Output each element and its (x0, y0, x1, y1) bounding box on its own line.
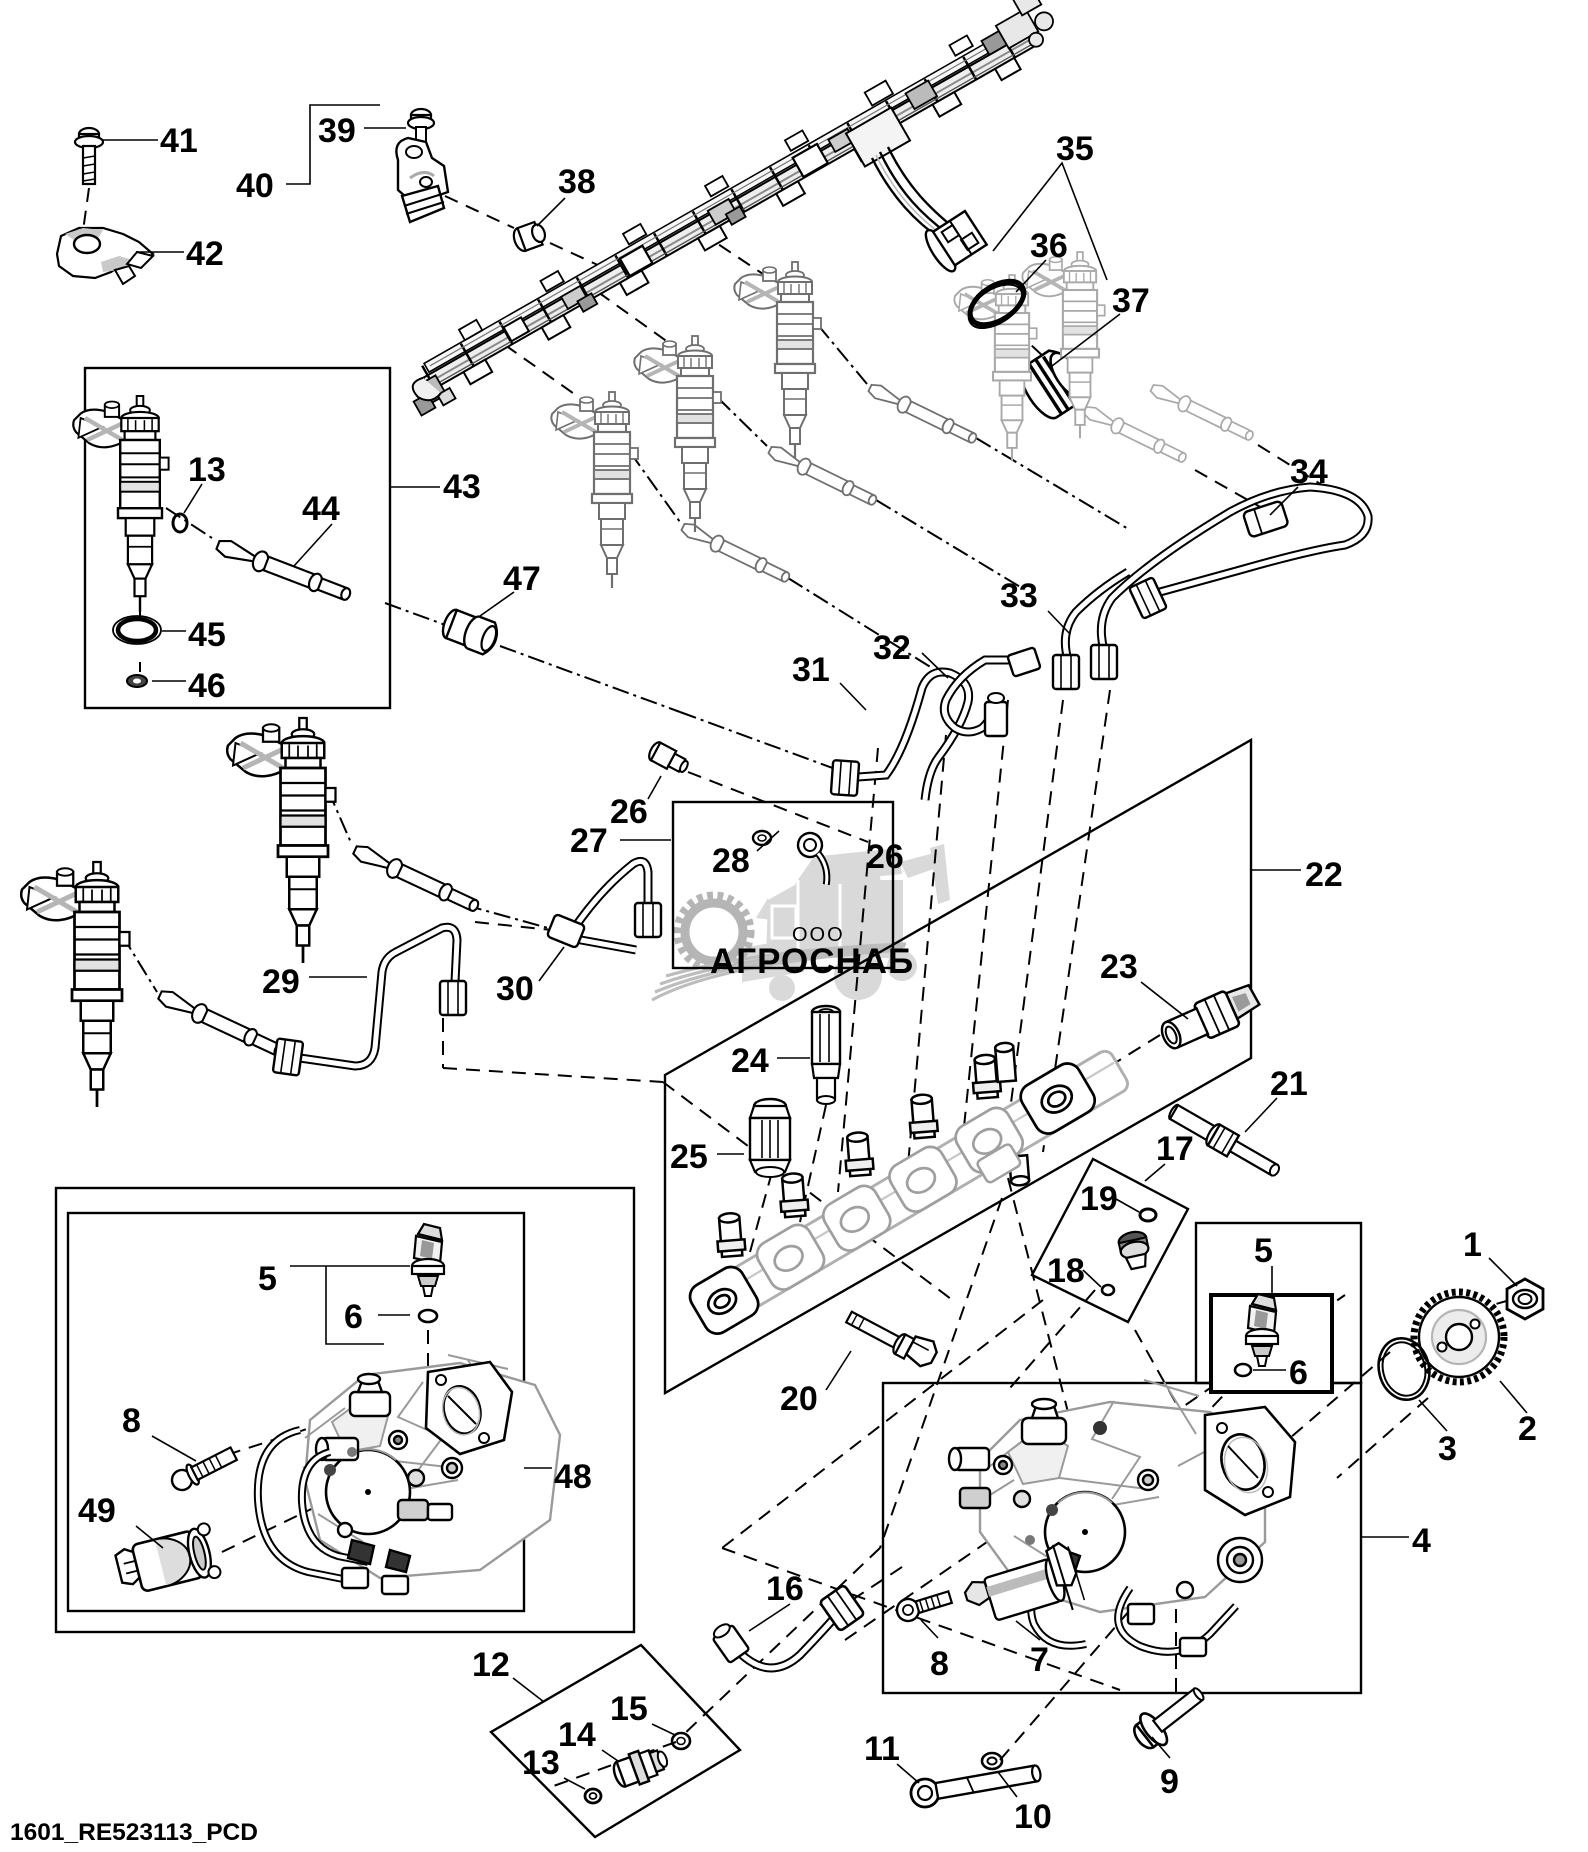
svg-text:40: 40 (236, 167, 274, 205)
svg-text:43: 43 (443, 468, 481, 506)
svg-text:2: 2 (1518, 1410, 1537, 1448)
svg-text:3: 3 (1438, 1430, 1457, 1468)
svg-text:28: 28 (712, 842, 750, 880)
svg-text:24: 24 (731, 1042, 769, 1080)
svg-text:13: 13 (188, 451, 226, 489)
svg-text:21: 21 (1270, 1065, 1308, 1103)
svg-text:1: 1 (1463, 1226, 1482, 1264)
svg-text:OOO: OOO (792, 924, 845, 946)
svg-text:6: 6 (1289, 1354, 1308, 1392)
svg-text:47: 47 (503, 560, 541, 598)
svg-text:5: 5 (258, 1260, 277, 1298)
svg-text:42: 42 (186, 235, 224, 273)
svg-text:5: 5 (1254, 1232, 1273, 1270)
svg-text:16: 16 (766, 1570, 804, 1608)
svg-text:11: 11 (864, 1730, 900, 1768)
svg-text:31: 31 (792, 651, 830, 689)
svg-text:36: 36 (1030, 227, 1068, 265)
svg-text:39: 39 (318, 112, 356, 150)
svg-text:17: 17 (1156, 1130, 1194, 1168)
svg-text:26: 26 (866, 838, 904, 876)
svg-text:13: 13 (522, 1744, 560, 1782)
svg-text:27: 27 (570, 822, 608, 860)
svg-text:4: 4 (1412, 1522, 1431, 1560)
svg-text:46: 46 (188, 667, 226, 705)
svg-text:37: 37 (1112, 282, 1150, 320)
svg-text:19: 19 (1080, 1180, 1118, 1218)
svg-text:9: 9 (1160, 1763, 1179, 1801)
svg-text:10: 10 (1014, 1798, 1052, 1836)
svg-text:7: 7 (1030, 1641, 1049, 1679)
svg-text:26: 26 (610, 793, 648, 831)
svg-text:1601_RE523113_PCD: 1601_RE523113_PCD (10, 1819, 258, 1846)
svg-text:49: 49 (78, 1492, 116, 1530)
svg-text:33: 33 (1000, 577, 1038, 615)
svg-text:44: 44 (302, 490, 340, 528)
svg-text:23: 23 (1100, 948, 1138, 986)
svg-text:32: 32 (873, 629, 911, 667)
svg-text:6: 6 (344, 1298, 363, 1336)
svg-text:41: 41 (160, 122, 198, 160)
svg-text:18: 18 (1047, 1252, 1085, 1290)
svg-text:48: 48 (554, 1458, 592, 1496)
svg-text:25: 25 (670, 1138, 708, 1176)
svg-text:22: 22 (1305, 856, 1343, 894)
svg-text:14: 14 (558, 1716, 596, 1754)
svg-text:12: 12 (472, 1646, 510, 1684)
svg-text:30: 30 (496, 970, 534, 1008)
svg-text:20: 20 (780, 1380, 818, 1418)
svg-text:29: 29 (262, 963, 300, 1001)
svg-text:34: 34 (1290, 453, 1328, 491)
svg-text:15: 15 (610, 1690, 648, 1728)
svg-text:8: 8 (122, 1402, 141, 1440)
svg-text:45: 45 (188, 616, 226, 654)
svg-text:8: 8 (930, 1645, 949, 1683)
svg-text:АГРОСНАБ: АГРОСНАБ (710, 942, 914, 981)
svg-text:35: 35 (1056, 130, 1094, 168)
svg-text:38: 38 (558, 163, 596, 201)
